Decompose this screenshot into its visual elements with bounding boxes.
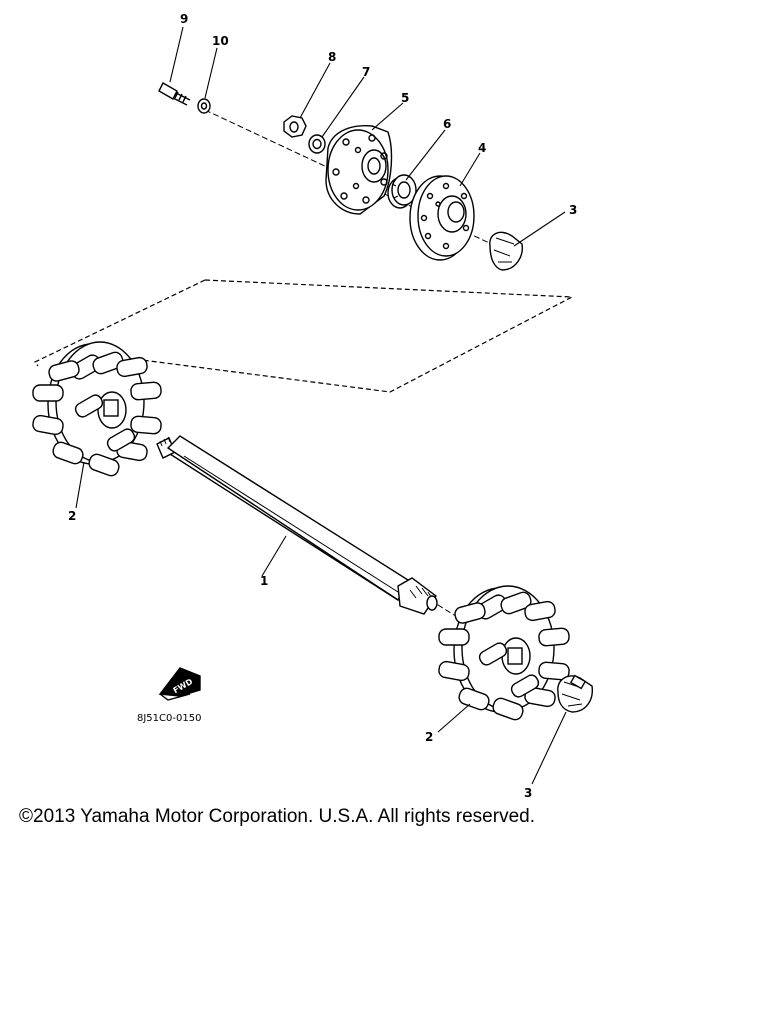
copyright-notice: ©2013 Yamaha Motor Corporation. U.S.A. A… <box>19 806 535 827</box>
assembly-boundary-line-right <box>141 279 575 393</box>
bearing-part-6 <box>387 174 417 209</box>
assembly-boundary-line <box>34 279 206 367</box>
leader-lines <box>75 26 567 785</box>
sprocket-part-2-right <box>438 585 570 721</box>
callout-part-9: 9 <box>180 12 188 26</box>
bolt-part-9 <box>158 82 191 106</box>
callout-part-7: 7 <box>362 65 370 79</box>
callout-part-2-right: 2 <box>425 730 433 744</box>
washer-part-7 <box>308 134 326 154</box>
callout-part-4: 4 <box>478 141 486 155</box>
forward-arrow-icon <box>158 667 201 701</box>
callout-part-1: 1 <box>260 574 268 588</box>
washer-part-10 <box>197 98 211 114</box>
nut-part-8 <box>283 115 307 138</box>
shaft-part-1 <box>156 435 438 615</box>
plate-part-5 <box>325 125 393 215</box>
flange-plate-part-4 <box>409 175 475 261</box>
exploded-parts-diagram: 9 10 8 7 5 6 4 3 1 2 2 3 FWD 8J51C0-0150 <box>32 12 593 800</box>
callout-part-3-top: 3 <box>569 203 577 217</box>
callout-part-6: 6 <box>443 117 451 131</box>
callout-part-2-left: 2 <box>68 509 76 523</box>
callout-part-8: 8 <box>328 50 336 64</box>
clamp-part-3-bottom <box>557 674 593 713</box>
callout-part-5: 5 <box>401 91 409 105</box>
figure-code: 8J51C0-0150 <box>137 713 201 724</box>
clamp-part-3-top <box>489 231 523 271</box>
sprocket-part-2-left <box>32 341 162 477</box>
callout-part-3-bottom: 3 <box>524 786 532 800</box>
callout-part-10: 10 <box>212 34 229 48</box>
